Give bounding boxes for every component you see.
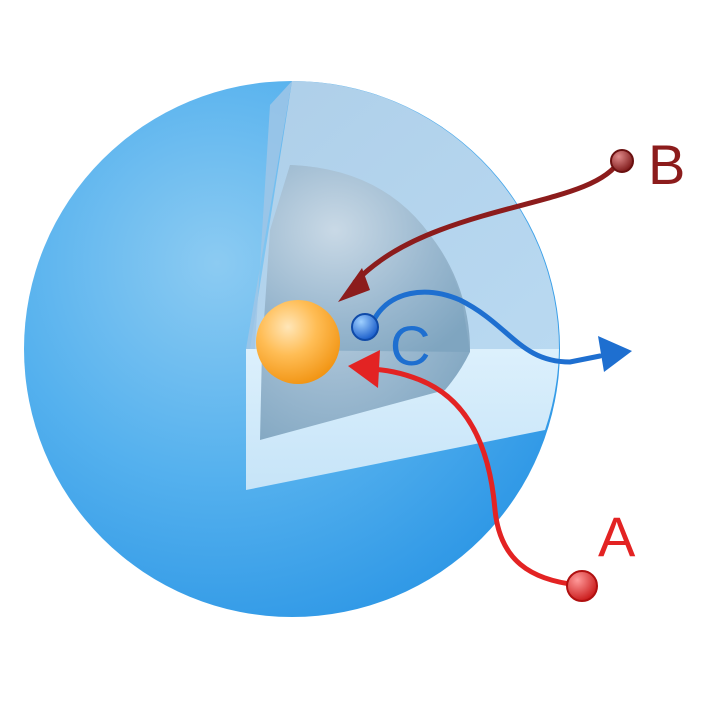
arrow-b-head <box>338 268 370 302</box>
label-a: A <box>598 505 636 568</box>
label-b: B <box>648 133 685 196</box>
cutaway-side-face <box>246 81 292 490</box>
ball-c <box>351 313 379 341</box>
ball-a <box>566 570 598 602</box>
arrow-a-head <box>348 350 380 388</box>
arrow-c-path <box>372 289 603 365</box>
arrow-a-path <box>369 366 581 588</box>
label-c: C <box>390 314 430 377</box>
nucleus <box>256 300 340 384</box>
ball-b <box>610 149 634 173</box>
arrow-b-path <box>352 157 623 285</box>
arrow-c-head <box>598 336 632 372</box>
